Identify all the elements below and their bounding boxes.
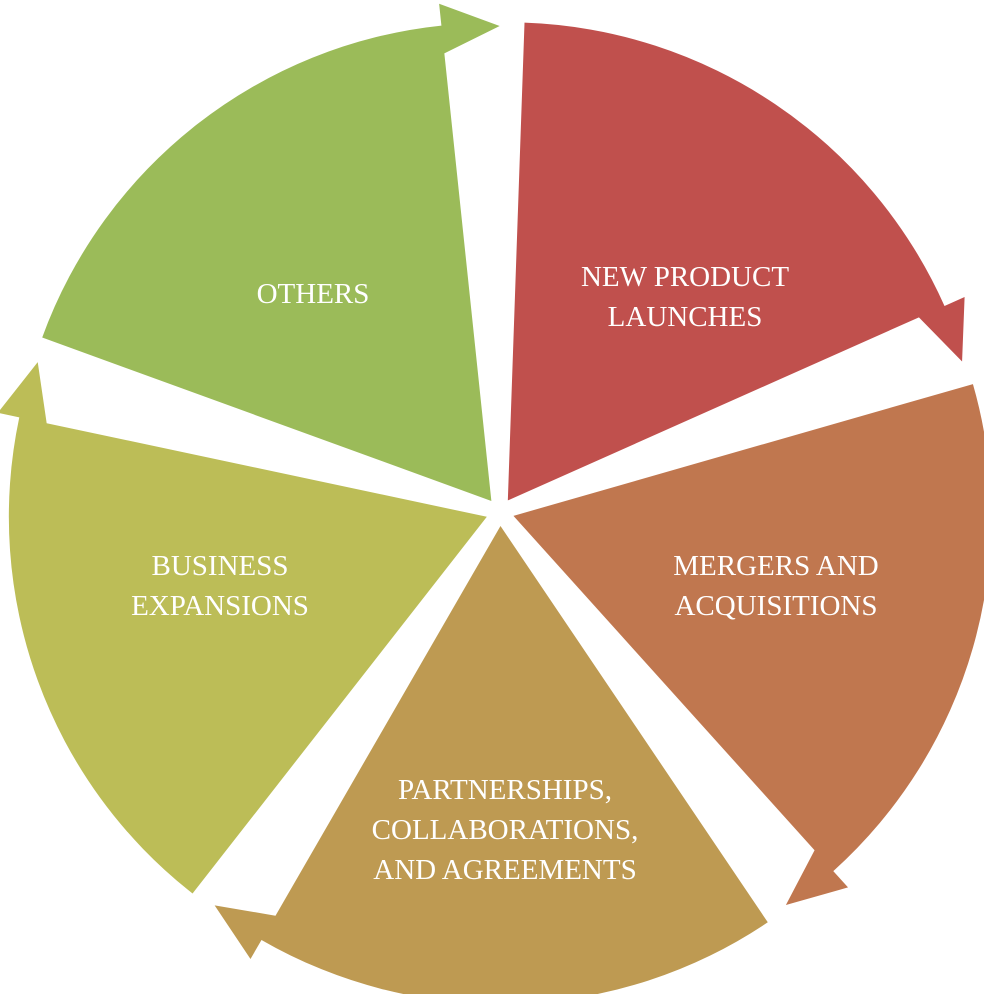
label-line: EXPANSIONS	[131, 590, 309, 622]
segment-label-new-product-launches: NEW PRODUCT LAUNCHES	[581, 257, 789, 337]
segment-label-others: OTHERS	[257, 274, 370, 314]
label-line: BUSINESS	[151, 550, 289, 582]
segment-label-business-expansions: BUSINESS EXPANSIONS	[131, 546, 309, 626]
label-line: NEW PRODUCT	[580, 261, 790, 293]
segment-label-mergers-acquisitions: MERGERS AND ACQUISITIONS	[673, 546, 878, 626]
label-line: COLLABORATIONS,	[371, 814, 639, 846]
label-line: MERGERS AND	[673, 550, 879, 582]
label-line: AND AGREEMENTS	[373, 854, 637, 886]
label-line: ACQUISITIONS	[674, 590, 878, 622]
segment-others	[42, 3, 500, 501]
segment-new-product-launches	[507, 22, 965, 501]
segment-partnerships	[214, 525, 768, 994]
segment-business-expansions	[0, 362, 487, 894]
segment-label-partnerships: PARTNERSHIPS, COLLABORATIONS, AND AGREEM…	[372, 770, 639, 890]
label-line: OTHERS	[256, 278, 370, 310]
label-line: PARTNERSHIPS,	[398, 774, 612, 806]
label-line: LAUNCHES	[607, 301, 763, 333]
segment-mergers-acquisitions	[513, 384, 984, 905]
